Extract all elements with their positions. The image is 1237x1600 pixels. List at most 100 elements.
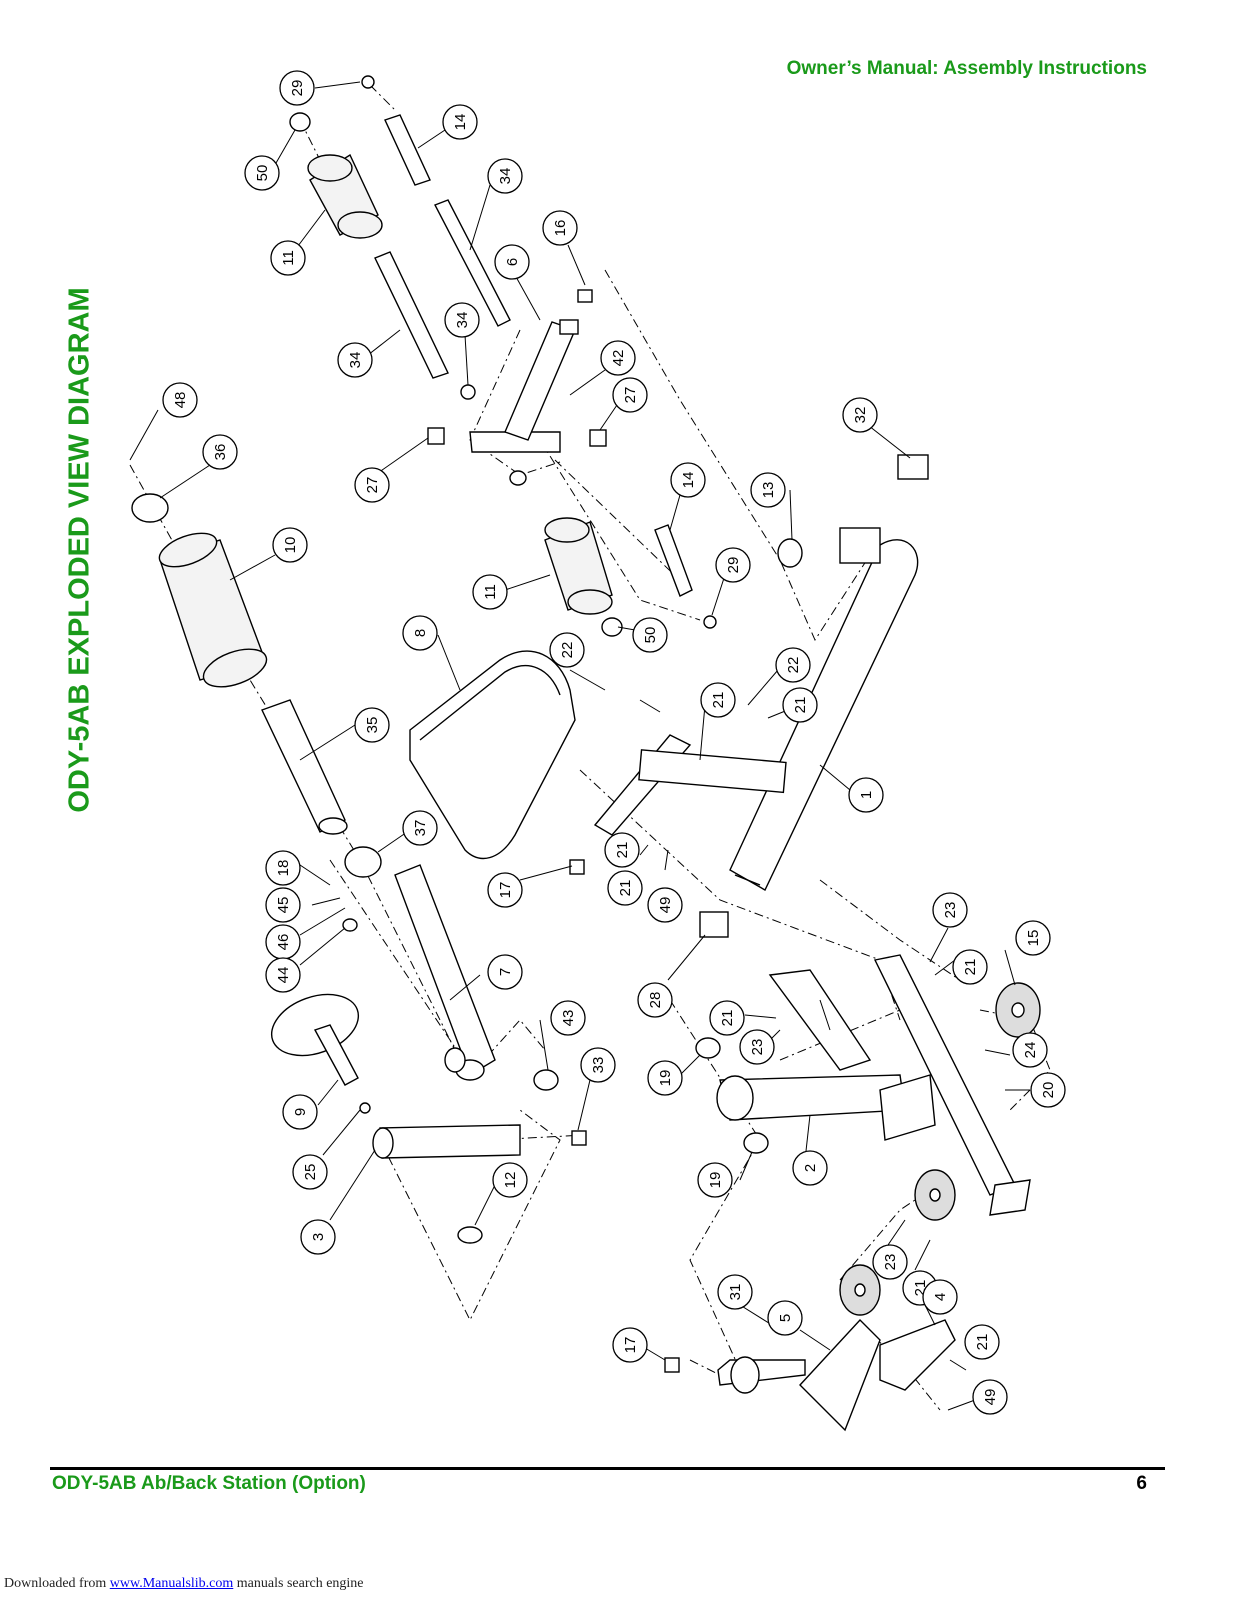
cap-27-left (427, 427, 445, 445)
credit-suffix: manuals search engine (233, 1576, 364, 1591)
assembly-guide-lines (129, 84, 1051, 1411)
guide-line (819, 879, 961, 981)
callout-14-b: 14 (680, 472, 697, 489)
callout-circle (279, 70, 315, 106)
handle-5 (717, 1318, 881, 1432)
cap-29-upper (361, 75, 375, 89)
callout-34-c: 34 (347, 352, 364, 369)
washer-44 (342, 918, 358, 932)
callout-7: 7 (497, 968, 514, 976)
callout-49: 49 (657, 897, 674, 914)
pulley-wheels (839, 982, 1041, 1316)
manualslib-link[interactable]: www.Manualslib.com (109, 1576, 234, 1591)
callout-20: 20 (1040, 1082, 1057, 1099)
callout-49-b: 49 (982, 1389, 999, 1406)
callout-19: 19 (657, 1070, 674, 1087)
bushing-37 (344, 846, 382, 878)
guide-line (554, 459, 691, 591)
callout-5: 5 (777, 1314, 794, 1322)
foam-roller-11-upper (307, 153, 383, 239)
frame-main-tube-1 (729, 539, 919, 891)
callout-42: 42 (610, 350, 627, 367)
callout-27: 27 (622, 387, 639, 404)
washer-25 (359, 1102, 371, 1114)
callout-23: 21 (962, 959, 979, 976)
credit-prefix: Downloaded from (4, 1576, 110, 1591)
arm-tube-6 (469, 319, 579, 453)
callout-9: 9 (292, 1108, 309, 1116)
download-credit: Downloaded from www.Manualslib.com manua… (4, 1576, 364, 1592)
seat-pad-8 (409, 650, 576, 860)
plate-bracket-4 (879, 1319, 956, 1391)
bracket-13-mount (839, 527, 881, 564)
cap-17-lower (664, 1357, 680, 1373)
bushing-34-upper (460, 384, 476, 400)
callout-35: 35 (364, 717, 381, 734)
callout-10: 10 (282, 537, 299, 554)
guide-line (859, 1324, 941, 1411)
foam-roller-11-lower (544, 517, 613, 615)
support-tube-7 (394, 864, 496, 1081)
guide-line (669, 999, 761, 1371)
base-frame-2 (716, 954, 1031, 1216)
bushing-36 (131, 493, 169, 523)
callout-29-b: 29 (725, 557, 742, 574)
bushing-19-a (695, 1037, 721, 1059)
callout-11: 11 (280, 250, 297, 266)
callout-32: 32 (852, 407, 869, 424)
callout-21-f: 23 (942, 902, 959, 919)
page-header-title: Owner’s Manual: Assembly Instructions (786, 58, 1147, 79)
callout-22: 22 (559, 642, 576, 659)
callout-21-e: 21 (719, 1010, 736, 1027)
pop-pin-12 (457, 1226, 483, 1244)
callout-14: 14 (452, 114, 469, 131)
callout-45: 45 (275, 897, 292, 914)
footer-title: ODY-5AB Ab/Back Station (Option) (52, 1473, 366, 1494)
callout-1: 1 (858, 791, 875, 799)
small-parts (131, 75, 929, 1373)
cap-17-upper (569, 859, 585, 875)
weight-horn-9 (270, 993, 360, 1086)
callout-43: 43 (560, 1010, 577, 1027)
callout-bubbles: 29 14 50 34 11 16 6 34 34 42 27 48 36 27… (162, 70, 1066, 1415)
callout-17: 17 (497, 882, 514, 899)
callout-21-c: 21 (614, 842, 631, 859)
leg-tube-3 (372, 1124, 521, 1159)
cap-16 (577, 289, 593, 303)
end-cap-28 (699, 911, 729, 938)
cap-33 (571, 1130, 587, 1146)
cap-43 (533, 1069, 559, 1091)
callout-23-c: 23 (882, 1254, 899, 1271)
bushing-19-b (743, 1132, 769, 1154)
callout-leaders (129, 81, 1030, 1411)
callout-48: 48 (172, 392, 189, 409)
end-cap-32 (897, 454, 929, 480)
callout-36: 36 (212, 444, 229, 461)
callout-12: 12 (502, 1172, 519, 1189)
callout-23-b: 23 (749, 1039, 766, 1056)
foam-roller-10 (158, 532, 268, 688)
callout-8: 8 (412, 629, 429, 637)
guide-line (604, 269, 871, 642)
callout-15: 15 (1025, 930, 1042, 947)
callout-44: 44 (275, 967, 292, 984)
callout-13: 13 (760, 482, 777, 499)
cap-27-right (589, 429, 607, 447)
callout-21-d: 21 (617, 880, 634, 897)
guide-line (329, 859, 471, 1071)
exploded-view-diagram: 29 14 50 34 11 16 6 34 34 42 27 48 36 27… (129, 70, 1066, 1432)
guide-line (369, 84, 396, 111)
callout-2: 2 (802, 1164, 819, 1172)
footer-rule (50, 1467, 1165, 1470)
callout-11-b: 11 (482, 584, 499, 600)
callout-37: 37 (412, 820, 429, 837)
callout-18: 18 (275, 860, 292, 877)
knob-50-upper (289, 112, 311, 132)
cap-29-lower (703, 615, 717, 629)
callout-25: 25 (302, 1164, 319, 1181)
callout-21-b: 21 (792, 697, 809, 714)
callout-4: 4 (932, 1293, 949, 1301)
callout-24: 24 (1022, 1042, 1039, 1059)
guide-line (379, 1109, 561, 1322)
callout-50-b: 50 (642, 627, 659, 644)
